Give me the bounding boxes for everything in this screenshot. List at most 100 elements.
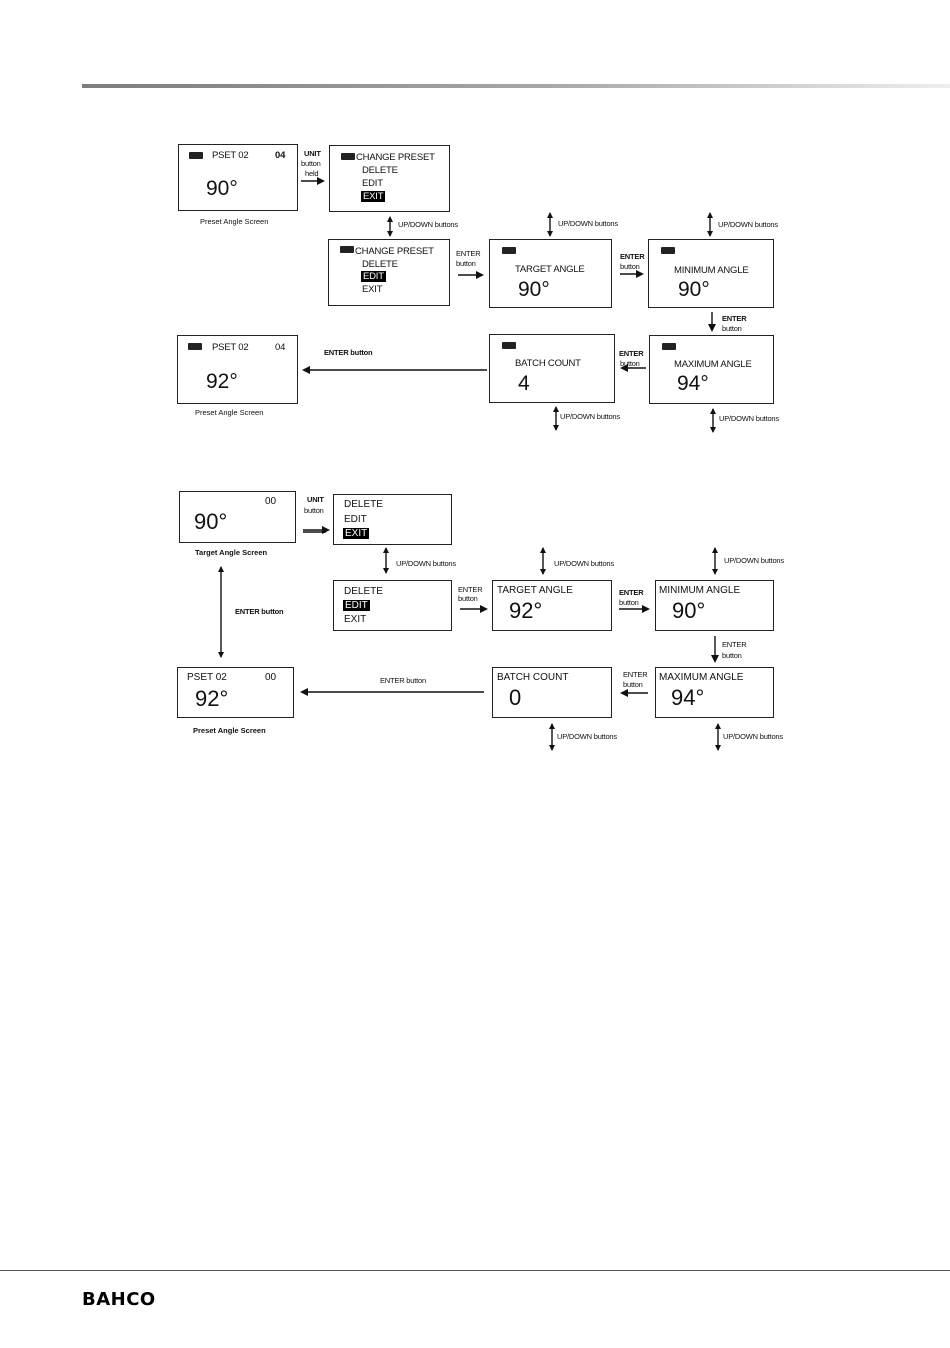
menu-item-delete: DELETE [344,586,383,597]
d1-label-updown-2: UP/DOWN buttons [558,219,618,228]
d2-target-angle-screen: TARGET ANGLE 92° [492,580,612,631]
d1-label-unit-held-3: held [305,169,319,178]
flow-arrows [218,177,721,751]
screen-label: BATCH COUNT [515,358,581,369]
battery-icon [340,246,354,253]
screen-angle: 92° [195,686,229,711]
d1-caption-bottom: Preset Angle Screen [195,408,264,417]
d1-label-updown-5: UP/DOWN buttons [719,414,779,423]
brand-logo: BAHCO [82,1289,156,1310]
d2-caption-preset: Preset Angle Screen [193,726,266,735]
battery-icon [502,247,516,254]
screen-count: 04 [275,150,286,161]
menu-item-delete: DELETE [362,165,398,176]
d2-label-enter-long: ENTER button [380,676,426,685]
screen-title: PSET 02 [212,150,249,161]
d1-menu-exit: CHANGE PRESET DELETE EDIT EXIT [329,145,450,212]
d2-label-enter-d-2: button [623,680,643,689]
d1-label-enter-b-2: button [620,262,640,271]
d1-label-enter-d-1: ENTER [619,349,644,358]
screen-count: 00 [265,496,277,507]
menu-item-edit-selected: EDIT [343,600,370,611]
d2-label-updown-4: UP/DOWN buttons [557,732,617,741]
d2-label-updown-2: UP/DOWN buttons [554,559,614,568]
d1-preset-screen-bottom: PSET 02 04 92° [177,335,298,404]
battery-icon [188,343,202,350]
d1-label-updown-4: UP/DOWN buttons [560,412,620,421]
d2-label-updown-3: UP/DOWN buttons [724,556,784,565]
d2-preset-angle-screen: PSET 02 00 92° [177,667,294,718]
d2-menu-exit: DELETE EDIT EXIT [333,494,452,545]
screen-label: MINIMUM ANGLE [674,265,749,276]
d2-label-updown-1: UP/DOWN buttons [396,559,456,568]
menu-item-exit-selected: EXIT [361,191,386,202]
menu-item-delete: DELETE [344,499,383,510]
menu-item-delete: DELETE [362,259,398,270]
screen-value: 0 [509,685,522,710]
d2-label-unit-2: button [304,506,324,515]
d1-label-unit-held-2: button [301,159,321,168]
d2-caption-target: Target Angle Screen [195,548,268,557]
screen-title: PSET 02 [187,672,227,683]
header-rule [82,84,950,88]
d2-target-angle-home-screen: 00 90° [179,491,296,543]
d2-menu-edit: DELETE EDIT EXIT [333,580,452,631]
d1-label-enter-a-2: button [456,259,476,268]
battery-icon [189,152,203,159]
screen-count: 00 [265,672,277,683]
screen-angle: 90° [194,509,228,534]
d2-label-enter-vertical: ENTER button [235,607,284,616]
d1-caption-top: Preset Angle Screen [200,217,269,226]
screen-angle: 92° [206,370,238,393]
d1-label-enter-b-1: ENTER [620,252,645,261]
d2-label-updown-5: UP/DOWN buttons [723,732,783,741]
menu-title: CHANGE PRESET [356,152,435,163]
battery-icon [502,342,516,349]
screen-value: 92° [509,598,543,623]
menu-item-edit: EDIT [344,514,367,525]
screen-value: 94° [671,685,705,710]
d1-minimum-angle-screen: MINIMUM ANGLE 90° [648,239,774,308]
d1-target-angle-screen: TARGET ANGLE 90° [489,239,612,308]
screen-label: MINIMUM ANGLE [659,585,741,596]
screen-angle: 90° [206,177,238,200]
d2-label-enter-b-2: button [619,598,639,607]
battery-icon [341,153,355,160]
battery-icon [662,343,676,350]
screen-value: 94° [677,372,709,395]
d2-label-enter-a-2: button [458,594,478,603]
menu-item-edit: EDIT [362,178,383,189]
d1-label-enter-a-1: ENTER [456,249,481,258]
screen-label: MAXIMUM ANGLE [659,672,744,683]
screen-count: 04 [275,342,286,353]
d1-maximum-angle-screen: MAXIMUM ANGLE 94° [649,335,774,404]
screen-label: TARGET ANGLE [515,264,585,275]
footer-rule [0,1270,950,1271]
d2-label-enter-d-1: ENTER [623,670,648,679]
d2-maximum-angle-screen: MAXIMUM ANGLE 94° [655,667,774,718]
menu-item-exit: EXIT [344,614,367,625]
d2-label-enter-c-2: button [722,651,742,660]
d2-label-enter-c-1: ENTER [722,640,747,649]
d1-label-enter-c-2: button [722,324,742,333]
d1-preset-screen-top: PSET 02 04 90° [178,144,298,211]
screen-label: BATCH COUNT [497,672,569,683]
d1-label-enter-c-1: ENTER [722,314,747,323]
screen-value: 90° [678,278,710,301]
screen-label: TARGET ANGLE [497,585,573,596]
d2-minimum-angle-screen: MINIMUM ANGLE 90° [655,580,774,631]
battery-icon [661,247,675,254]
screen-label: MAXIMUM ANGLE [674,359,752,370]
menu-item-edit-selected: EDIT [361,271,386,282]
screen-value: 90° [518,278,550,301]
screen-value: 90° [672,598,706,623]
d2-label-enter-b-1: ENTER [619,588,644,597]
menu-item-exit: EXIT [362,284,383,295]
screen-value: 4 [518,372,530,395]
d2-label-unit-1: UNIT [307,495,324,504]
d1-label-enter-long: ENTER button [324,348,373,357]
d1-batch-count-screen: BATCH COUNT 4 [489,334,615,403]
menu-item-exit-selected: EXIT [343,528,370,539]
d1-menu-edit: CHANGE PRESET DELETE EDIT EXIT [328,239,450,306]
d1-label-enter-d-2: button [620,359,640,368]
